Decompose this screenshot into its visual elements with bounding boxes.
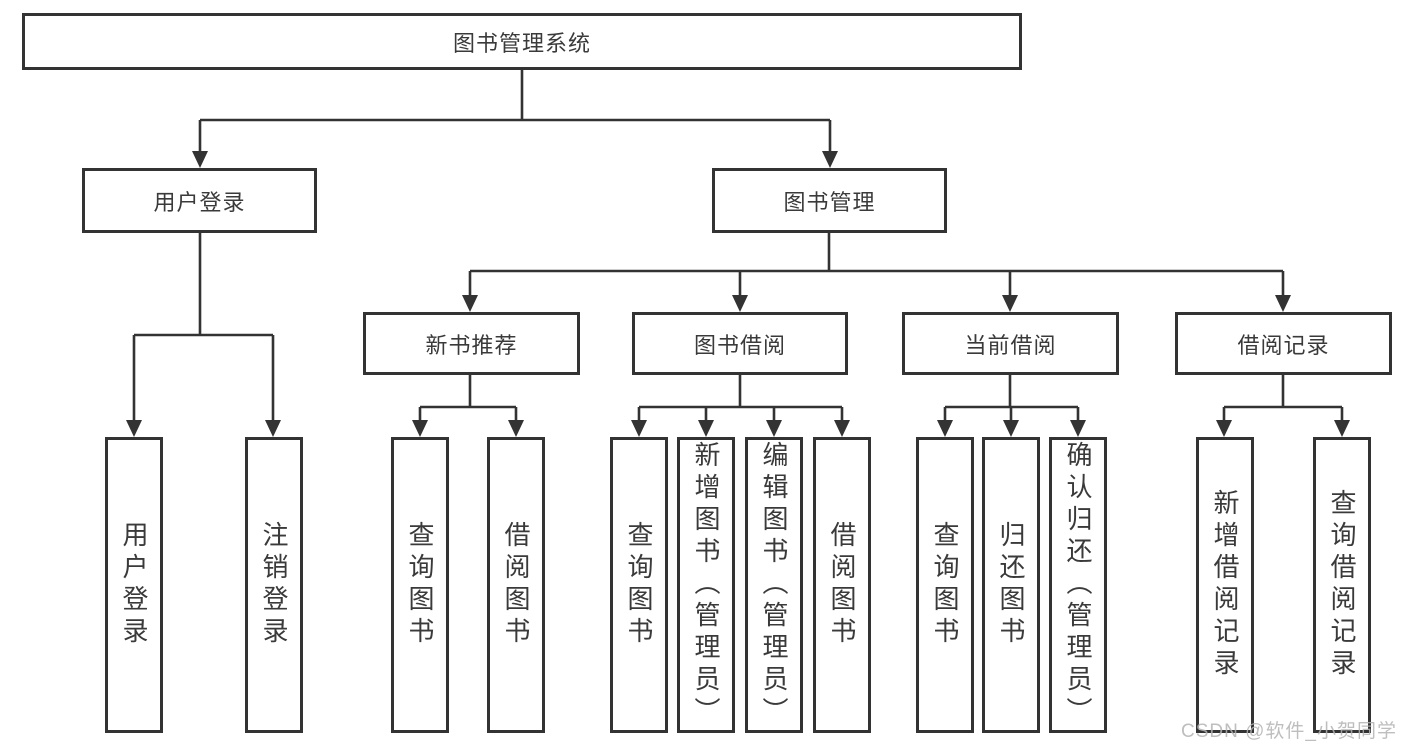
leaf-search-borrow-record: 查询借阅记录 — [1313, 437, 1371, 733]
leaf-search-books-recommend: 查询图书 — [391, 437, 449, 733]
node-label: 用户登录 — [153, 189, 246, 215]
leaf-confirm-return-admin: 确认归还（管理员） — [1049, 437, 1107, 733]
node-borrow-records: 借阅记录 — [1175, 312, 1392, 375]
node-book-borrow: 图书借阅 — [632, 312, 848, 375]
node-library-management-system: 图书管理系统 — [22, 13, 1022, 70]
leaf-return-books: 归还图书 — [982, 437, 1040, 733]
leaf-search-books-borrow: 查询图书 — [610, 437, 668, 733]
leaf-label: 新增借阅记录 — [1210, 489, 1240, 681]
node-label: 当前借阅 — [964, 332, 1057, 358]
node-label: 新书推荐 — [425, 332, 518, 358]
leaf-label: 注销登录 — [259, 521, 289, 649]
leaf-label: 借阅图书 — [501, 521, 531, 649]
leaf-label: 用户登录 — [119, 521, 149, 649]
leaf-label: 归还图书 — [996, 521, 1026, 649]
node-current-borrow: 当前借阅 — [902, 312, 1119, 375]
node-label: 借阅记录 — [1237, 332, 1330, 358]
leaf-label: 查询借阅记录 — [1327, 489, 1357, 681]
leaf-label: 借阅图书 — [827, 521, 857, 649]
leaf-label: 查询图书 — [624, 521, 654, 649]
leaf-borrow-books: 借阅图书 — [813, 437, 871, 733]
leaf-add-borrow-record: 新增借阅记录 — [1196, 437, 1254, 733]
node-label: 图书管理 — [783, 189, 876, 215]
leaf-label: 查询图书 — [405, 521, 435, 649]
leaf-label: 确认归还（管理员） — [1063, 441, 1093, 729]
node-new-book-recommend: 新书推荐 — [363, 312, 580, 375]
leaf-label: 新增图书（管理员） — [691, 441, 721, 729]
leaf-logout: 注销登录 — [245, 437, 303, 733]
leaf-search-books-current: 查询图书 — [916, 437, 974, 733]
node-label: 图书管理系统 — [452, 30, 591, 56]
leaf-borrow-books-recommend: 借阅图书 — [487, 437, 545, 733]
leaf-edit-book-admin: 编辑图书（管理员） — [745, 437, 803, 733]
node-label: 图书借阅 — [693, 332, 786, 358]
node-book-management: 图书管理 — [712, 168, 947, 233]
leaf-label: 编辑图书（管理员） — [759, 441, 789, 729]
node-user-login: 用户登录 — [82, 168, 317, 233]
csdn-watermark: CSDN @软件_小贺同学 — [1181, 721, 1397, 742]
leaf-user-login: 用户登录 — [105, 437, 163, 733]
leaf-add-book-admin: 新增图书（管理员） — [677, 437, 735, 733]
leaf-label: 查询图书 — [930, 521, 960, 649]
